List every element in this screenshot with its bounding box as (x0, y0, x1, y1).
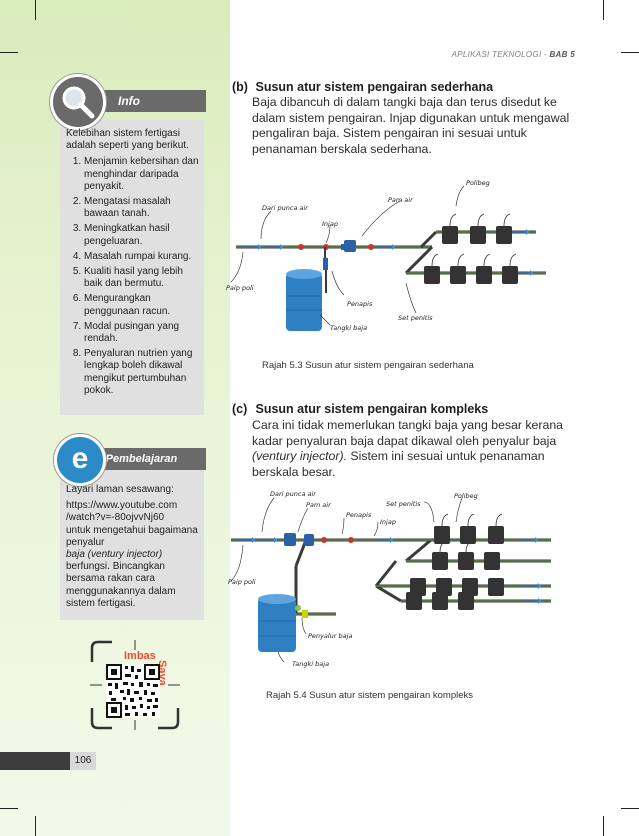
qr-frame (90, 640, 180, 730)
section-c-title: Susun atur sistem pengairan kompleks (255, 402, 489, 416)
info-item: Kualiti hasil yang lebih baik dan bermut… (84, 266, 202, 290)
label-dari-punca-air: Dari punca air (262, 204, 309, 212)
penyalur-baja-injector (295, 605, 308, 618)
label-polibeg: Polibeg (466, 179, 490, 187)
label-injap: Injap (380, 518, 396, 526)
pam-air-pump (341, 240, 356, 252)
label-penapis: Penapis (346, 511, 372, 519)
label-tangki-baja: Tangki baja (292, 660, 329, 668)
figure-5-4-caption: Rajah 5.4 Susun atur sistem pengairan ko… (266, 690, 474, 701)
tangki-baja-tank (258, 594, 296, 652)
ep-line: untuk mengetahui bagaimana penyalur (66, 524, 198, 548)
label-penyalur-baja: Penyalur baja (308, 632, 352, 640)
label-dari-punca-air: Dari punca air (270, 490, 317, 498)
info-list: Menjamin kebersihan dan menghindar darip… (66, 156, 202, 397)
polibeg-pots (406, 526, 504, 610)
ep-line-italic: baja (ventury injector) (66, 549, 163, 561)
info-intro: Kelebihan sistem fertigasi adalah sepert… (66, 128, 189, 152)
header-prefix: APLIKASI TEKNOLOGI - (451, 50, 550, 59)
magnifier-badge (50, 74, 106, 130)
label-polibeg: Polibeg (454, 492, 478, 500)
section-c-body-italic: (ventury injector). (252, 449, 347, 463)
youtube-link[interactable]: https://www.youtube.com /watch?v=-80ojvv… (66, 500, 178, 524)
info-item: Meningkatkan hasil pengeluaran. (84, 223, 202, 247)
ep-line: Layari laman sesawang: (66, 484, 174, 495)
page-number: 106 (70, 752, 96, 770)
qr-code[interactable] (106, 664, 160, 718)
pam-air-pump (284, 533, 314, 546)
info-title: Info (118, 94, 140, 108)
section-c-body-end: Sistem ini sesuai untuk penanaman berska… (252, 449, 545, 479)
info-content: Kelebihan sistem fertigasi adalah sepert… (66, 128, 202, 400)
magnifier-icon (62, 86, 95, 119)
info-title-tab: Info (96, 90, 206, 112)
info-item: Penyaluran nutrien yang lengkap boleh di… (84, 348, 202, 397)
label-callouts (230, 497, 463, 663)
tangki-baja-tank (286, 269, 322, 331)
injap-valve (321, 537, 354, 543)
epembelajaran-box (60, 468, 204, 620)
polibeg-pots (424, 226, 518, 284)
qr-frame-corners (90, 640, 180, 730)
epembelajaran-title: -Pembelajaran (102, 453, 178, 465)
label-callouts (230, 185, 465, 326)
crop-mark (0, 808, 18, 809)
section-b-title: Susun atur sistem pengairan sederhana (255, 80, 494, 94)
crop-mark (35, 0, 36, 20)
label-paip-poli: Paip poli (228, 578, 256, 586)
section-b-body: Baja dibancuh di dalam tangki baja dan t… (252, 95, 570, 156)
penapis-filter (323, 247, 328, 293)
section-b-label: (b) (232, 80, 248, 94)
qr-code-icon (106, 664, 160, 718)
info-item: Masalah rumpai kurang. (84, 251, 202, 263)
crop-mark (603, 0, 604, 20)
running-header: APLIKASI TEKNOLOGI - BAB 5 (452, 50, 575, 59)
label-injap: Injap (322, 220, 338, 228)
set-penitis-drippers (431, 213, 517, 267)
epembelajaran-title-tab: -Pembelajaran (96, 448, 206, 470)
diagram-simple-irrigation: Polibeg Pam air Dari punca air Injap Pai… (226, 179, 546, 332)
set-penitis-drippers (439, 513, 503, 553)
info-item: Mengurangkan penggunaan racun. (84, 293, 202, 317)
info-item: Menjamin kebersihan dan menghindar darip… (84, 156, 202, 193)
section-c-body-start: Cara ini tidak memerlukan tangki baja ya… (252, 418, 564, 448)
crop-mark (621, 52, 639, 53)
info-item: Mengatasi masalah bawaan tanah. (84, 196, 202, 220)
label-paip-poli: Paip poli (226, 284, 254, 292)
info-item: Modal pusingan yang rendah. (84, 321, 202, 345)
crop-mark (35, 816, 36, 836)
e-learning-icon: e (54, 434, 106, 486)
label-penapis: Penapis (347, 300, 373, 308)
flow-arrow (238, 537, 542, 604)
label-tangki-baja: Tangki baja (330, 324, 367, 332)
label-set-penitis: Set penitis (398, 314, 433, 322)
section-c-label: (c) (232, 402, 248, 416)
section-c-heading: (c) Susun atur sistem pengairan kompleks (232, 402, 488, 416)
page-number-bar (0, 752, 70, 770)
info-box (60, 120, 204, 415)
ep-line: berfungsi. Bincangkan bersama rakan cara… (66, 561, 176, 609)
diagram-complex-irrigation: Dari punca air Pam air Penapis Set penit… (228, 490, 551, 668)
section-c-body: Cara ini tidak memerlukan tangki baja ya… (252, 418, 572, 480)
flow-arrow (244, 229, 534, 276)
section-b-heading: (b) Susun atur sistem pengairan sederhan… (232, 80, 493, 94)
epembelajaran-content: Layari laman sesawang: https://www.youtu… (66, 484, 202, 610)
header-chapter: BAB 5 (549, 50, 575, 59)
label-set-penitis: Set penitis (386, 500, 421, 508)
label-pam-air: Pam air (388, 196, 414, 204)
figure-5-3-caption: Rajah 5.3 Susun atur sistem pengairan se… (262, 360, 474, 371)
crop-mark (603, 816, 604, 836)
label-pam-air: Pam air (306, 501, 332, 509)
crop-mark (621, 808, 639, 809)
imbas-label: Imbas (124, 650, 156, 662)
crop-mark (0, 52, 18, 53)
